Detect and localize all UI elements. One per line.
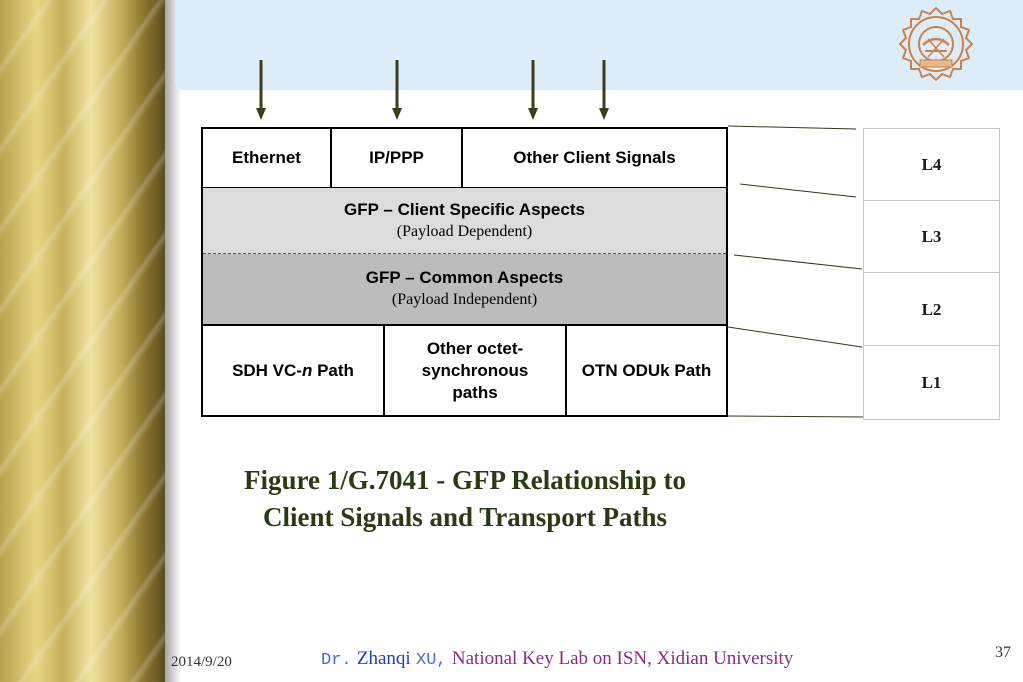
gfp-client-specific-subtitle: (Payload Dependent): [396, 222, 533, 240]
other-octet-synchronous-paths-cell: Other octet-synchronous paths: [385, 326, 567, 415]
other-client-signals-cell: Other Client Signals: [513, 148, 676, 167]
transport-paths-row: SDH VC-n Path Other octet-synchronous pa…: [203, 326, 726, 415]
layer-l2: L2: [864, 274, 999, 346]
figure-caption: Figure 1/G.7041 - GFP Relationship to Cl…: [200, 462, 730, 536]
footer-date: 2014/9/20: [171, 654, 232, 670]
sidebar-shadow: [165, 0, 181, 682]
down-arrow-icon: [599, 60, 609, 120]
decorative-sidebar: [0, 0, 165, 682]
ip-ppp-cell: IP/PPP: [332, 129, 463, 187]
footer-author: Dr. Zhanqi XU, National Key Lab on ISN, …: [321, 648, 793, 670]
gfp-client-specific-cell: GFP – Client Specific Aspects (Payload D…: [203, 188, 726, 253]
gfp-client-specific-row: GFP – Client Specific Aspects (Payload D…: [203, 188, 726, 254]
down-arrow-icon: [256, 60, 266, 120]
author-first-name: Zhanqi: [356, 648, 411, 669]
gfp-common-subtitle: (Payload Independent): [391, 291, 538, 308]
gfp-common-title: GFP – Common Aspects: [365, 268, 564, 287]
sdh-italic-n: n: [301, 360, 313, 380]
sdh-suffix: Path: [312, 360, 354, 380]
layer-l4: L4: [864, 129, 999, 201]
sdh-vc-n-path-cell: SDH VC-n Path: [203, 326, 385, 415]
otn-oduk-path-cell: OTN ODUk Path: [581, 360, 712, 380]
figure-caption-line1: Figure 1/G.7041 - GFP Relationship to: [243, 465, 686, 495]
header-band: [175, 0, 1023, 90]
gfp-client-specific-title: GFP – Client Specific Aspects: [344, 199, 585, 219]
osi-layer-column: L4 L3 L2 L1: [863, 128, 1000, 420]
gfp-layer-diagram: Ethernet IP/PPP Other Client Signals GFP…: [201, 127, 728, 417]
author-last-name: XU,: [416, 651, 447, 670]
university-seal-logo: [898, 6, 974, 82]
sdh-prefix: SDH VC-: [232, 360, 302, 380]
client-signals-row: Ethernet IP/PPP Other Client Signals: [203, 129, 726, 188]
page-number: 37: [995, 644, 1011, 661]
author-title: Dr.: [321, 651, 352, 670]
down-arrow-icon: [392, 60, 402, 120]
author-affiliation: National Key Lab on ISN, Xidian Universi…: [451, 648, 794, 669]
down-arrow-icon: [528, 60, 538, 120]
layer-l3: L3: [864, 201, 999, 273]
ethernet-cell: Ethernet: [203, 129, 332, 187]
gfp-common-cell: GFP – Common Aspects (Payload Independen…: [203, 254, 726, 324]
gfp-common-row: GFP – Common Aspects (Payload Independen…: [203, 254, 726, 326]
layer-l1: L1: [921, 373, 942, 392]
figure-caption-line2: Client Signals and Transport Paths: [262, 502, 668, 532]
